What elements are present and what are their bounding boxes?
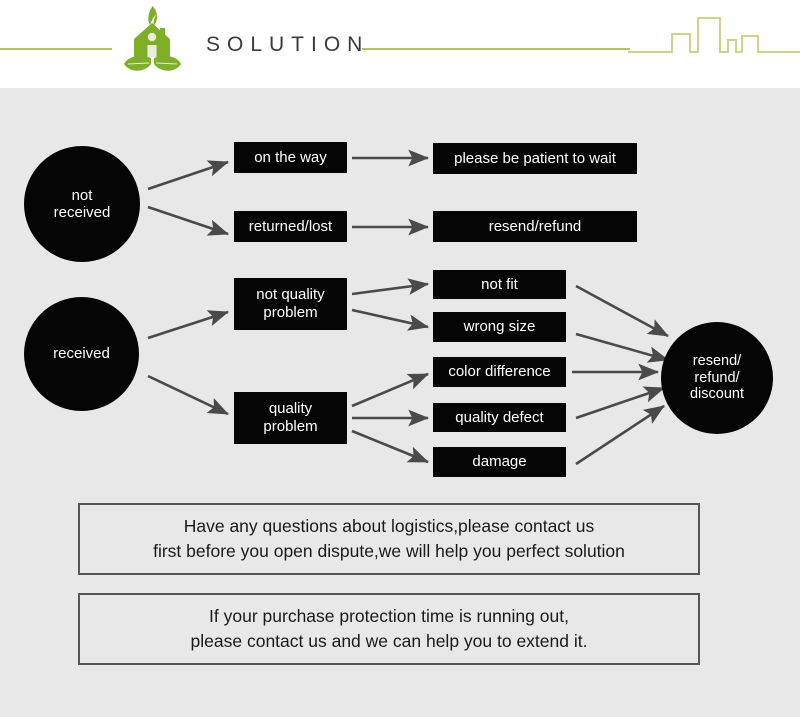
node-label-line: not quality xyxy=(256,286,325,304)
note-line: Have any questions about logistics,pleas… xyxy=(183,515,595,536)
node-quality-defect: quality defect xyxy=(433,403,566,432)
node-label: wrong size xyxy=(463,318,536,336)
flowchart-arrows xyxy=(147,149,670,466)
node-not-quality-problem: not quality problem xyxy=(234,278,347,330)
node-label-line: problem xyxy=(263,304,318,321)
node-not-received: not received xyxy=(24,146,140,262)
node-label-line: refund/ xyxy=(694,369,740,386)
node-label-line: discount xyxy=(689,386,744,403)
page-header: SOLUTION xyxy=(0,0,800,88)
note-line: please contact us and we can help you to… xyxy=(190,631,588,651)
node-resend-refund-discount: resend/ refund/ discount xyxy=(661,322,773,434)
node-resend-refund: resend/refund xyxy=(433,211,637,242)
node-please-be-patient-to-wait: please be patient to wait xyxy=(433,143,637,174)
header-rule-left xyxy=(0,48,112,50)
node-label: quality defect xyxy=(455,408,544,426)
note-line: If your purchase protection time is runn… xyxy=(209,605,569,626)
node-label: on the way xyxy=(254,148,327,166)
node-label-line: problem xyxy=(263,418,318,435)
node-damage: damage xyxy=(433,447,566,477)
node-label-line: resend/ xyxy=(692,352,742,369)
node-label-line: received xyxy=(53,204,111,221)
protection-time-note: If your purchase protection time is runn… xyxy=(78,593,700,665)
solution-flowchart: not received received resend/ refund/ di… xyxy=(0,88,800,717)
node-color-difference: color difference xyxy=(433,357,566,387)
node-label-line: quality xyxy=(268,400,313,418)
node-on-the-way: on the way xyxy=(234,142,347,173)
node-wrong-size: wrong size xyxy=(433,312,566,342)
node-label: resend/refund xyxy=(488,217,582,235)
node-label: damage xyxy=(472,453,527,471)
header-rule-right xyxy=(362,48,630,50)
node-returned-lost: returned/lost xyxy=(234,211,347,242)
page-title: SOLUTION xyxy=(206,33,370,56)
node-label: returned/lost xyxy=(248,217,333,235)
node-received: received xyxy=(24,297,139,411)
node-label: not fit xyxy=(481,275,518,293)
node-label: please be patient to wait xyxy=(454,149,616,167)
node-label-line: not xyxy=(71,186,93,204)
node-not-fit: not fit xyxy=(433,270,566,299)
node-label-line: received xyxy=(53,345,110,363)
eco-house-leaf-logo-icon xyxy=(118,4,190,80)
note-line: first before you open dispute,we will he… xyxy=(153,541,625,561)
city-skyline-outline-icon xyxy=(628,12,800,56)
node-label: color difference xyxy=(448,363,551,381)
node-quality-problem: quality problem xyxy=(234,392,347,444)
logistics-note: Have any questions about logistics,pleas… xyxy=(78,503,700,575)
